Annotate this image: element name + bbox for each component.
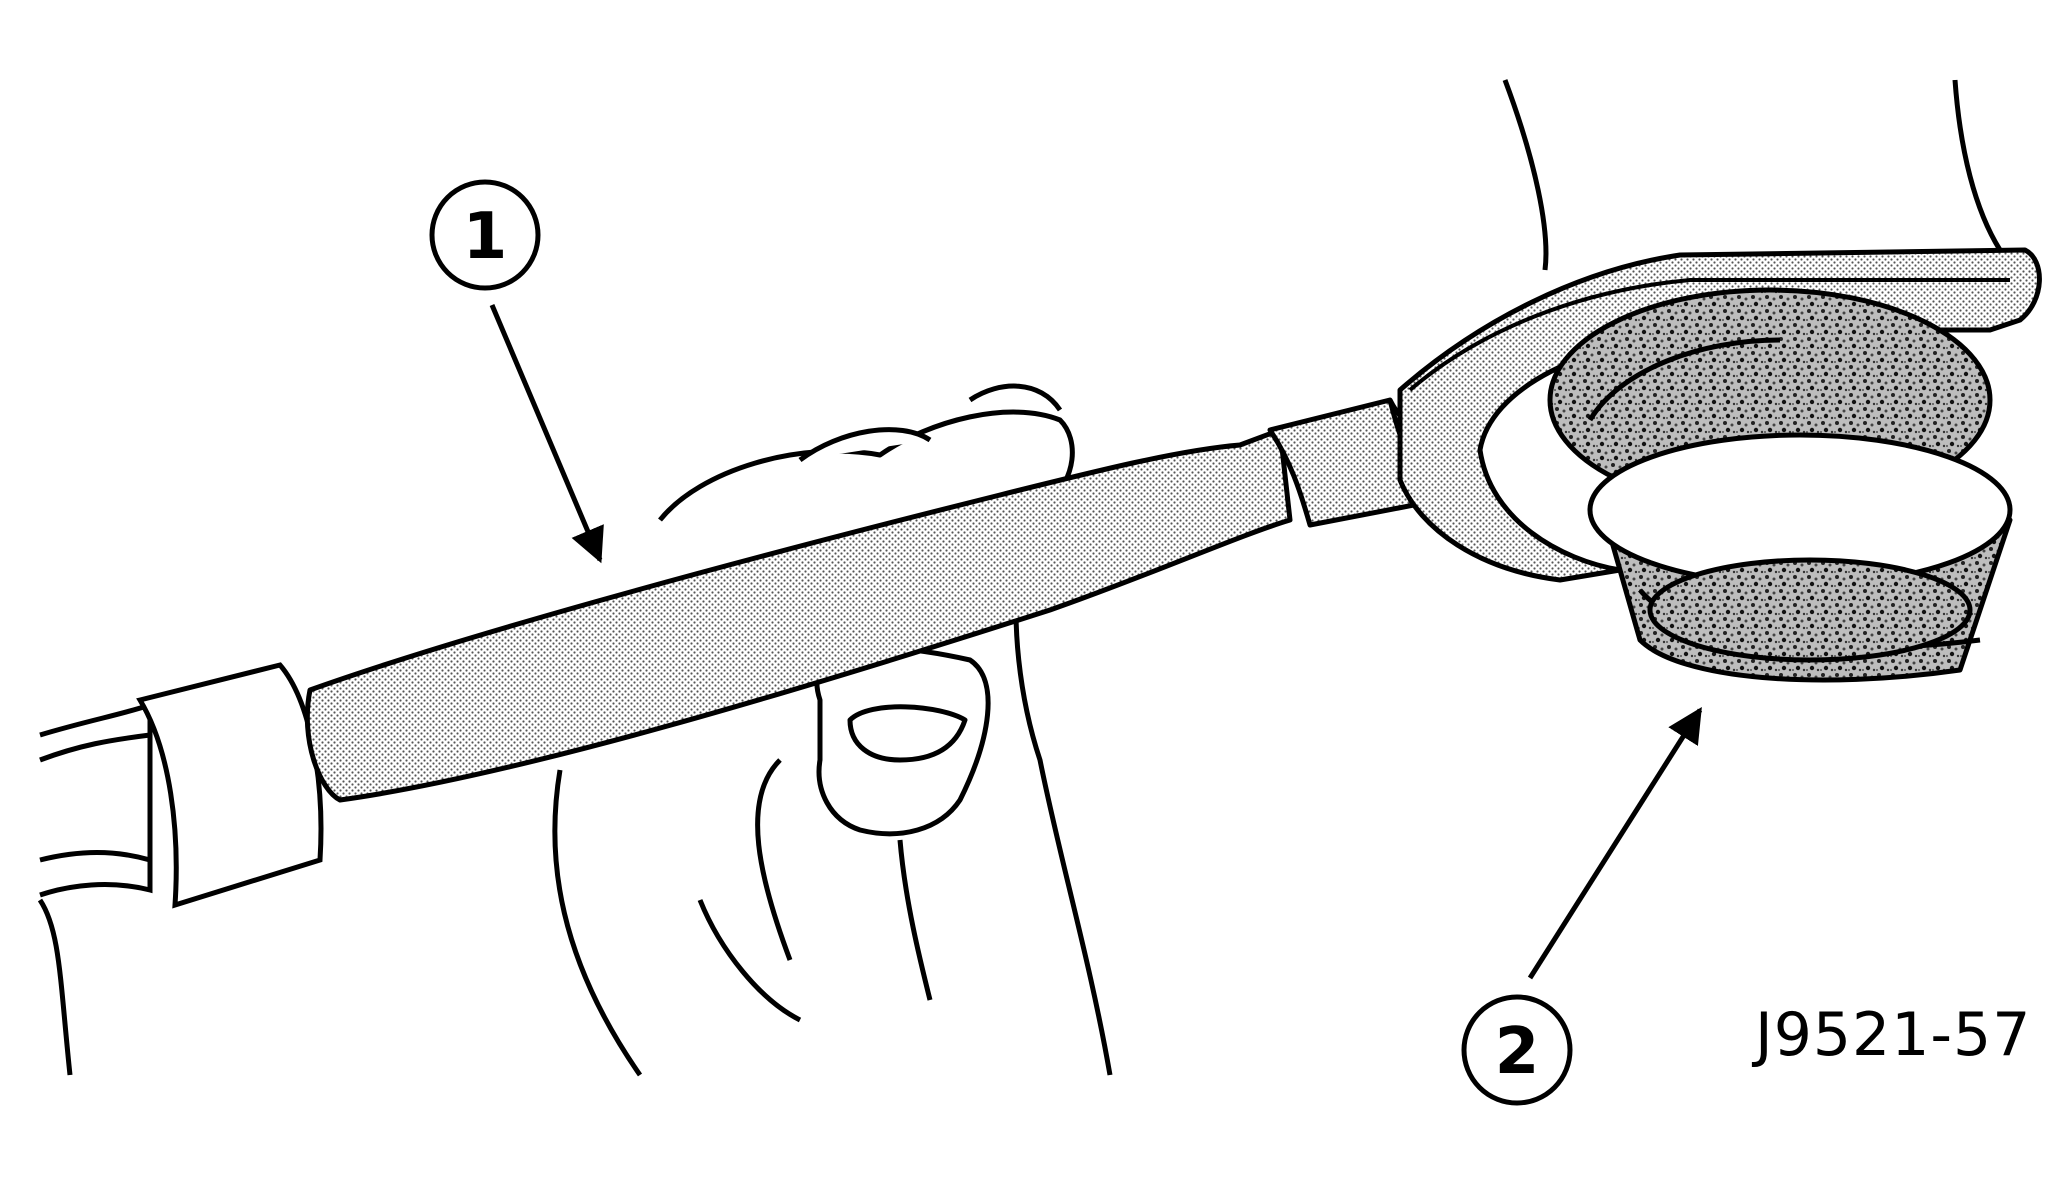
- callout-2-leader: [1527, 707, 1703, 980]
- callout-1-number: 1: [463, 200, 508, 274]
- figure-id: J9521-57: [1751, 1000, 2031, 1070]
- axle-shaft: [1502, 79, 2003, 271]
- extension-bar: [37, 662, 324, 1076]
- callout-2-number: 2: [1495, 1015, 1540, 1089]
- hand: [552, 383, 1113, 1077]
- callout-1: 1: [429, 179, 604, 564]
- ratchet-head: [1397, 247, 2042, 583]
- socket: [1547, 287, 2013, 683]
- callout-2: 2: [1461, 707, 1703, 1106]
- callout-1-leader: [489, 304, 604, 564]
